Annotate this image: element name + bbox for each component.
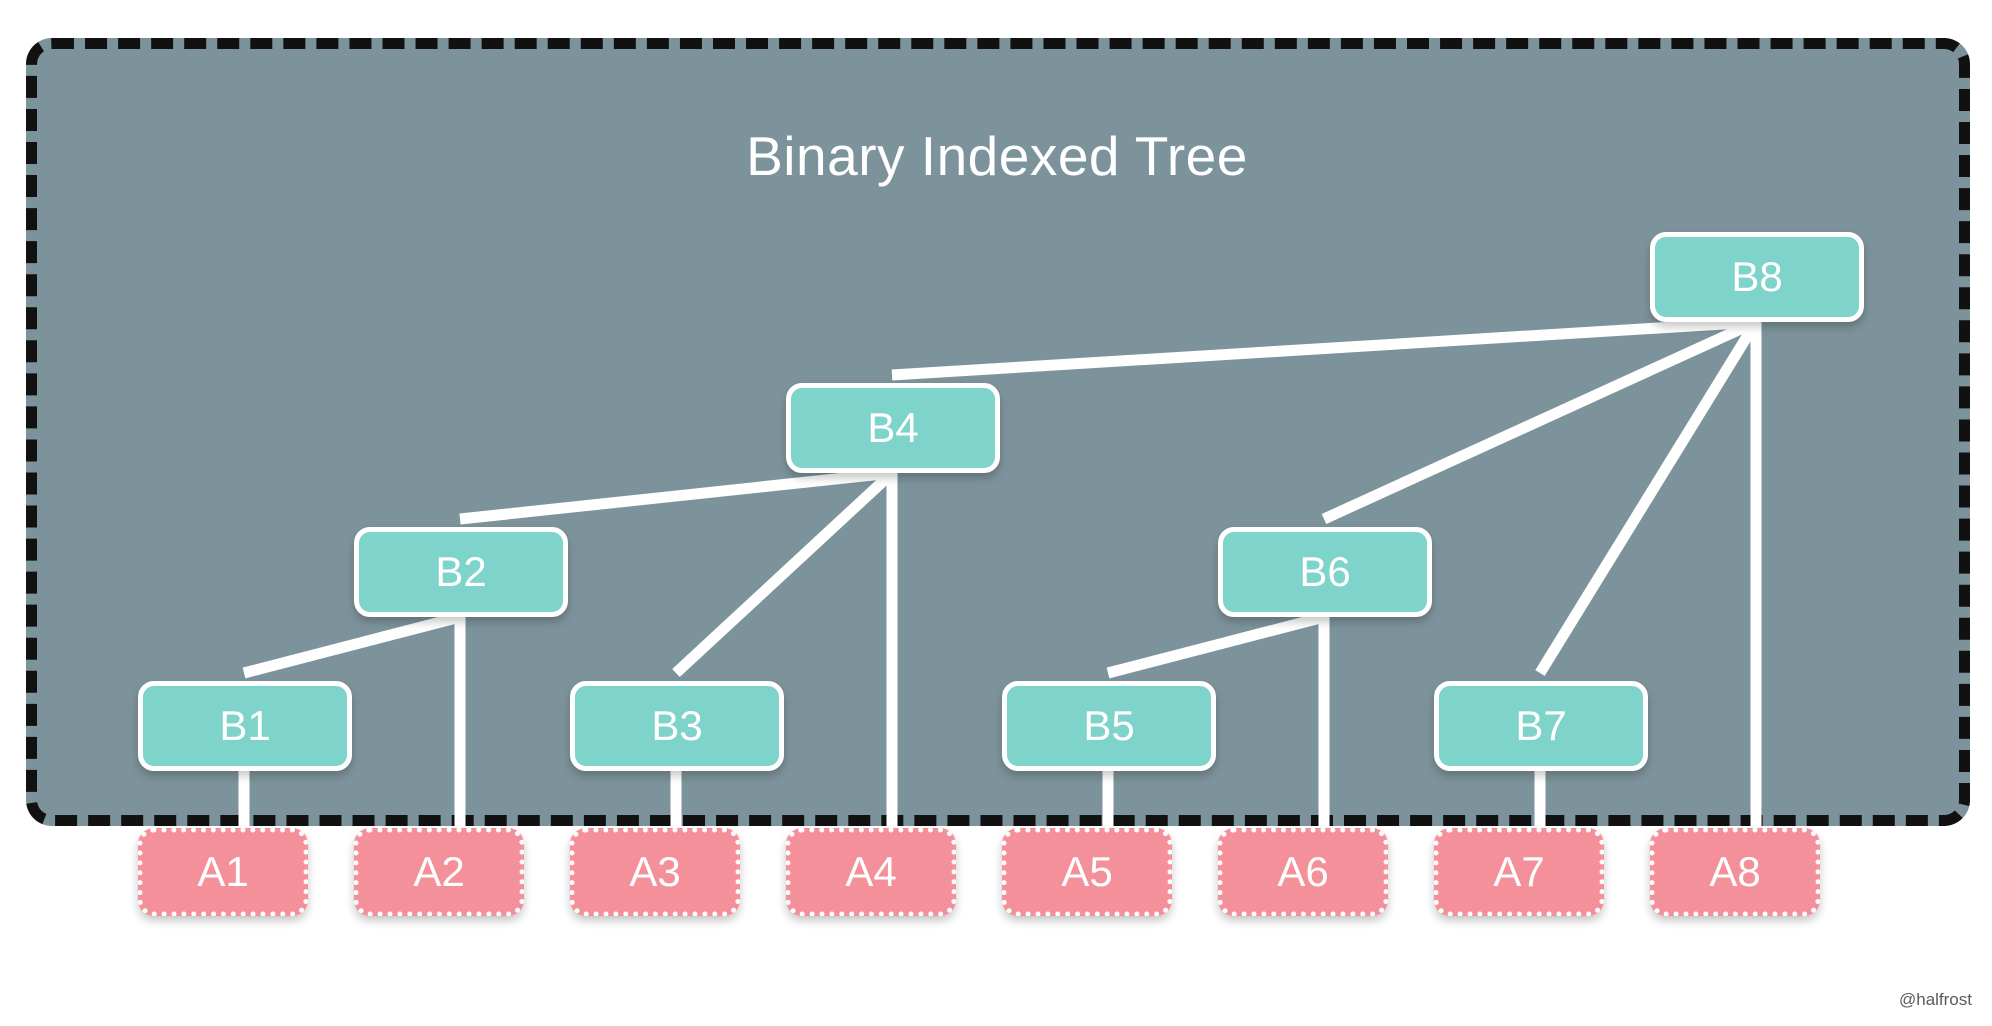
array-node-a7[interactable]: A7 xyxy=(1434,828,1604,916)
array-node-a1[interactable]: A1 xyxy=(138,828,308,916)
array-node-a6[interactable]: A6 xyxy=(1218,828,1388,916)
array-node-label: A6 xyxy=(1277,848,1329,895)
tree-node-b4[interactable]: B4 xyxy=(786,383,1000,473)
tree-node-label: B1 xyxy=(219,702,271,749)
tree-panel-inner: Binary Indexed Tree xyxy=(37,49,1959,815)
credit-label: @halfrost xyxy=(1898,990,1972,1009)
array-node-label: A2 xyxy=(413,848,465,895)
tree-node-label: B3 xyxy=(651,702,703,749)
tree-node-b8[interactable]: B8 xyxy=(1650,232,1864,322)
tree-node-label: B6 xyxy=(1299,548,1351,595)
array-node-label: A3 xyxy=(629,848,681,895)
tree-node-label: B8 xyxy=(1731,253,1783,300)
array-node-label: A4 xyxy=(845,848,897,895)
array-node-a3[interactable]: A3 xyxy=(570,828,740,916)
array-node-a2[interactable]: A2 xyxy=(354,828,524,916)
array-node-a8[interactable]: A8 xyxy=(1650,828,1820,916)
tree-node-label: B5 xyxy=(1083,702,1135,749)
tree-node-label: B2 xyxy=(435,548,487,595)
array-node-a4[interactable]: A4 xyxy=(786,828,956,916)
tree-node-b3[interactable]: B3 xyxy=(570,681,784,771)
array-node-label: A5 xyxy=(1061,848,1113,895)
array-node-a5[interactable]: A5 xyxy=(1002,828,1172,916)
tree-node-b6[interactable]: B6 xyxy=(1218,527,1432,617)
tree-node-b2[interactable]: B2 xyxy=(354,527,568,617)
array-node-label: A8 xyxy=(1709,848,1761,895)
tree-node-b1[interactable]: B1 xyxy=(138,681,352,771)
tree-node-label: B7 xyxy=(1515,702,1567,749)
tree-node-b7[interactable]: B7 xyxy=(1434,681,1648,771)
tree-node-b5[interactable]: B5 xyxy=(1002,681,1216,771)
array-node-label: A1 xyxy=(197,848,249,895)
array-node-label: A7 xyxy=(1493,848,1545,895)
tree-node-label: B4 xyxy=(867,404,919,451)
page-title: Binary Indexed Tree xyxy=(746,125,1248,187)
